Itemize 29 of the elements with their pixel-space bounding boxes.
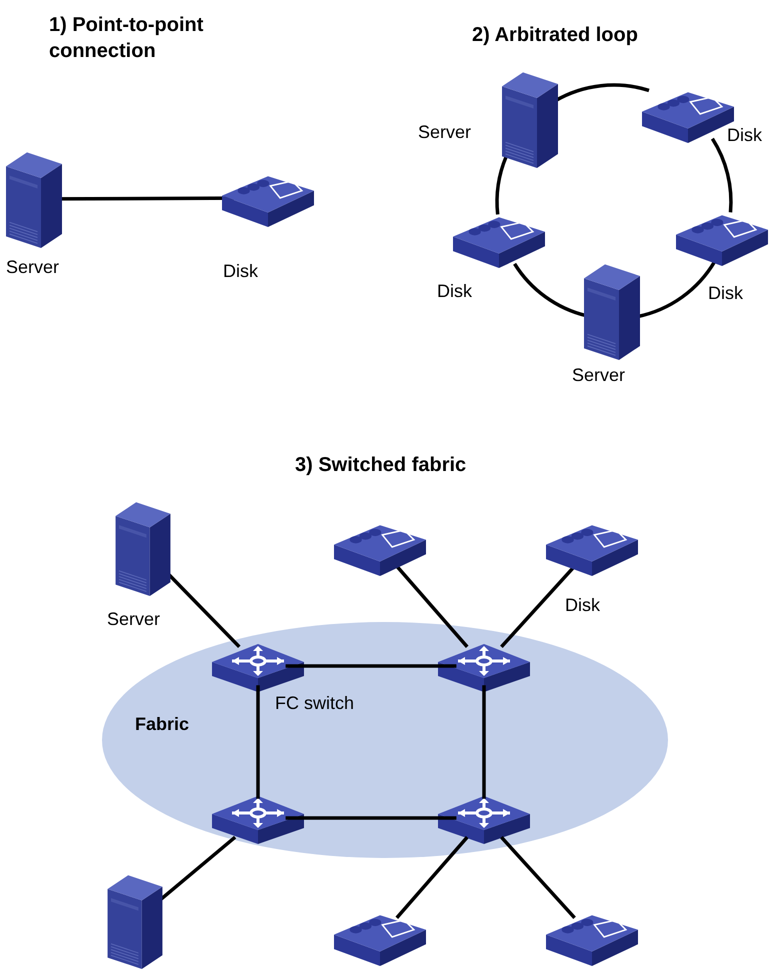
server-icon [4, 150, 64, 248]
cable-line [286, 816, 456, 820]
server-icon [582, 262, 642, 360]
device-label: Disk [708, 282, 743, 304]
device-label: Server [572, 364, 626, 386]
region-label: Fabric [135, 714, 190, 735]
device-label: Server [418, 121, 472, 143]
server-icon [500, 70, 560, 168]
device-label: FC switch [275, 692, 354, 714]
device-label: Disk [437, 280, 472, 302]
device-label: Disk [223, 260, 258, 282]
server-icon [113, 500, 173, 596]
device-label: Disk [565, 594, 600, 616]
device-label: Server [6, 256, 60, 278]
cable-line [482, 685, 486, 799]
cable-line [256, 685, 260, 799]
cable-line [513, 262, 587, 318]
cable-line [286, 664, 456, 668]
server-icon [105, 873, 165, 969]
cable-line [395, 836, 469, 919]
cable-line [395, 565, 469, 648]
device-label: Disk [727, 124, 762, 146]
section-heading: 3) Switched fabric [295, 453, 468, 478]
cable-line [495, 156, 508, 214]
cable-line [500, 565, 576, 648]
cable-line [710, 138, 733, 212]
device-label: Server [107, 608, 160, 630]
section-heading: 2) Arbitrated loop [472, 23, 639, 48]
section-heading: 1) Point-to-point connection [49, 13, 204, 64]
